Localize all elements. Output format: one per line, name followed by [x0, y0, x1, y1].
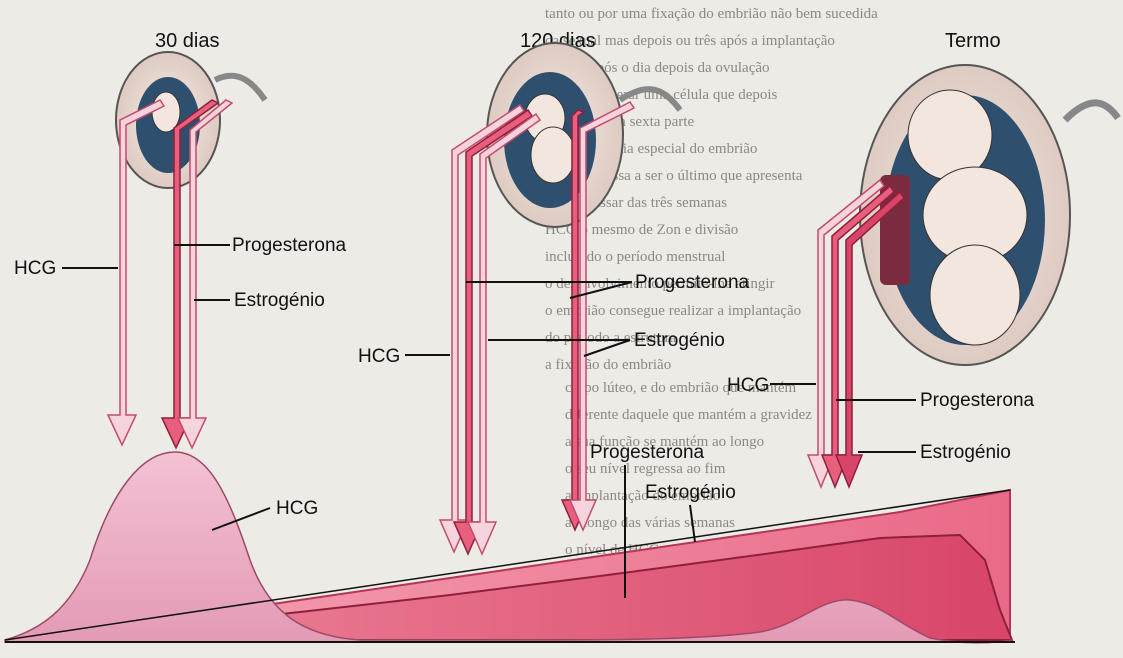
uterus-term-illustration — [860, 65, 1118, 365]
stage-120-days: 120 dias Progesterona Estrogénio HCG — [358, 30, 750, 554]
label-estrogen-curve: Estrogénio — [645, 482, 736, 503]
label-progesterone-120: Progesterona — [635, 272, 750, 293]
label-hcg-curve: HCG — [276, 498, 318, 519]
label-hcg-120: HCG — [358, 346, 400, 367]
label-estrogen-term: Estrogénio — [920, 442, 1011, 463]
stage-title-30: 30 dias — [155, 30, 220, 52]
hormone-curves — [5, 452, 1015, 643]
label-progesterone-30: Progesterona — [232, 235, 347, 256]
label-estrogen-30: Estrogénio — [234, 290, 325, 311]
stage-term: Termo HCG Progesterona Estrogénio — [727, 30, 1118, 487]
label-estrogen-120: Estrogénio — [634, 330, 725, 351]
label-hcg-term: HCG — [727, 375, 769, 396]
label-progesterone-term: Progesterona — [920, 390, 1035, 411]
stage-30-days: 30 dias HCG Progesterona Estrogénio — [14, 30, 347, 448]
stage-title-term: Termo — [945, 30, 1001, 52]
label-hcg-30: HCG — [14, 258, 56, 279]
label-progesterone-curve: Progesterona — [590, 442, 705, 463]
